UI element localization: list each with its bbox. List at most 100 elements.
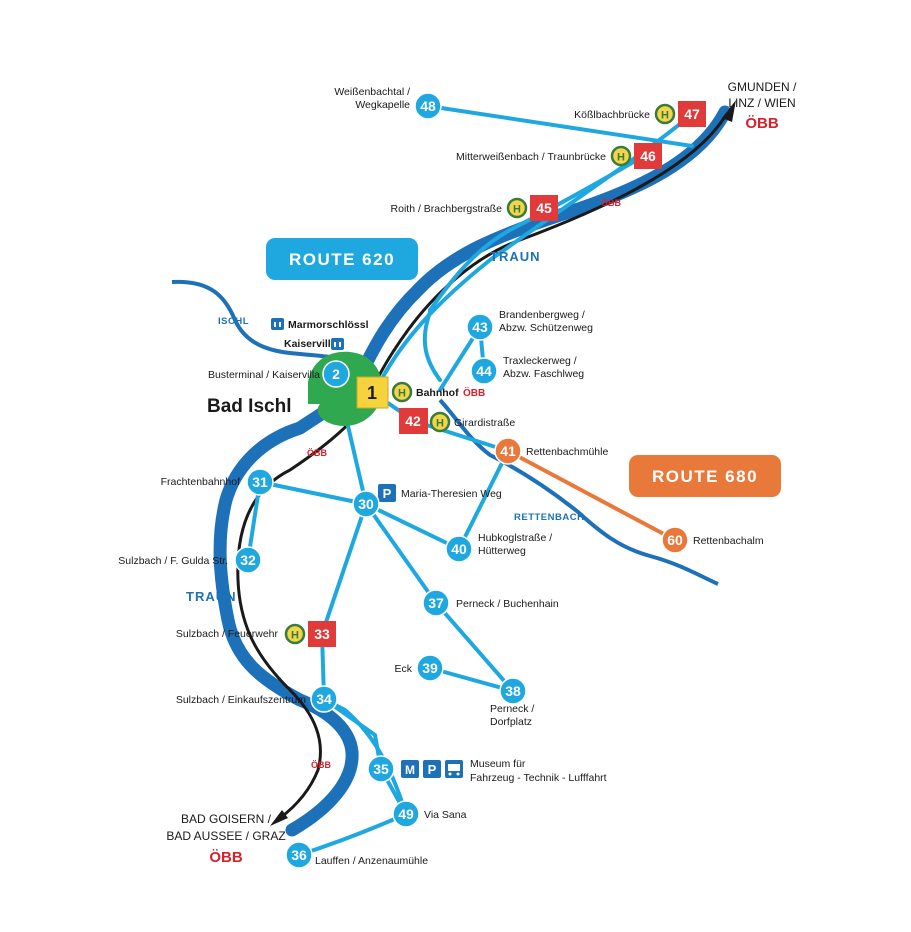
stop-marker <box>352 490 380 518</box>
stop-marker <box>494 437 522 465</box>
stop-42[interactable]: 42 <box>399 408 428 434</box>
stops-layer: 2 Busterminal / Kaiservilla 30 31Frachtenba… <box>118 86 764 869</box>
svg-text:H: H <box>617 152 625 164</box>
svg-text:P: P <box>428 762 437 777</box>
stop-number: 45 <box>536 200 552 216</box>
stop-marker <box>530 195 558 221</box>
stop-number: 37 <box>428 595 444 611</box>
obb-mark-south: ÖBB <box>311 760 332 770</box>
stop-33[interactable]: 33 H Sulzbach / Feuerwehr <box>176 621 336 647</box>
stop-number: 32 <box>240 552 256 568</box>
stop-35[interactable]: 35 <box>367 755 395 783</box>
svg-text:BAD AUSSEE / GRAZ: BAD AUSSEE / GRAZ <box>166 829 285 843</box>
svg-text:ÖBB: ÖBB <box>463 386 485 399</box>
stop-number: 48 <box>420 98 436 114</box>
stop-marker <box>661 526 689 554</box>
stop-number: 30 <box>358 496 374 512</box>
svg-text:H: H <box>436 418 444 430</box>
bus-stop-h-icon: H <box>391 381 413 403</box>
castle-icon <box>271 318 284 330</box>
svg-text:Museum für: Museum für <box>470 758 526 770</box>
destination-south: BAD GOISERN / BAD AUSSEE / GRAZ ÖBB <box>166 812 285 866</box>
stop-marker <box>392 800 420 828</box>
river-label-traun-south: TRAUN <box>186 589 237 604</box>
svg-text:M: M <box>405 763 415 777</box>
stop-label: Via Sana <box>424 809 467 821</box>
stop-marker <box>416 654 444 682</box>
stop-marker <box>234 546 262 574</box>
stop-marker <box>634 143 662 169</box>
stop-number: 49 <box>398 806 414 822</box>
svg-text:42: 42 <box>405 413 421 429</box>
stop-32[interactable]: 32 Sulzbach / F. Gulda Str. <box>118 546 262 574</box>
railway-north <box>370 117 726 391</box>
stop-label: Roith / Brachbergstraße <box>391 203 503 215</box>
stop-marker <box>678 101 706 127</box>
stop-45[interactable]: 45 H Roith / Brachbergstraße <box>391 195 558 221</box>
stop-number: 40 <box>451 541 467 557</box>
svg-text:H: H <box>291 630 299 642</box>
stop-label: Sulzbach / F. Gulda Str. <box>118 555 228 567</box>
svg-text:Bahnhof: Bahnhof <box>416 387 459 399</box>
svg-text:P: P <box>383 486 392 501</box>
stop-number: 47 <box>684 106 700 122</box>
stop-label: Sulzbach / Feuerwehr <box>176 628 279 640</box>
svg-text:ROUTE 680: ROUTE 680 <box>652 467 758 486</box>
stop-2[interactable]: 2 Busterminal / Kaiservilla <box>208 360 350 388</box>
bus-stop-h-icon: H <box>506 197 528 219</box>
route-680-badge: ROUTE 680 <box>629 455 781 497</box>
stop-marker <box>322 360 350 388</box>
stop-label: Busterminal / Kaiservilla <box>208 369 320 381</box>
stop-1-hub[interactable]: 1 <box>356 376 389 409</box>
stop-label: Brandenbergweg /Abzw. Schützenweg <box>499 309 593 334</box>
destination-north: GMUNDEN / LINZ / WIEN ÖBB <box>728 80 797 132</box>
stop-label: Sulzbach / Einkaufszentrum <box>176 694 306 706</box>
river-label-rettenbach: RETTENBACH <box>514 512 584 523</box>
railway-south <box>236 391 374 820</box>
svg-text:H: H <box>661 110 669 122</box>
stop-30[interactable]: 30 <box>352 490 380 518</box>
city-name: Bad Ischl <box>207 396 291 417</box>
stop-number: 35 <box>373 761 389 777</box>
train-arrow-north-icon <box>722 100 736 122</box>
route-620-lines <box>246 104 694 857</box>
stop-marker <box>499 677 527 705</box>
train-arrow-south-icon <box>270 810 288 826</box>
stop-number: 60 <box>667 532 683 548</box>
svg-text:LINZ / WIEN: LINZ / WIEN <box>728 96 795 110</box>
stop-number: 33 <box>314 626 330 642</box>
route-620-badge: ROUTE 620 <box>266 238 418 280</box>
svg-text:H: H <box>513 204 521 216</box>
stop-label: Hubkoglstraße /Hütterweg <box>478 532 552 557</box>
stop-number: 44 <box>476 363 492 379</box>
railway <box>236 100 736 826</box>
poi-bahnhof: Bahnhof ÖBB <box>416 386 485 399</box>
stop-marker <box>246 468 274 496</box>
stop-label: Rettenbachmühle <box>526 446 608 458</box>
stop-marker <box>367 755 395 783</box>
svg-text:ROUTE 620: ROUTE 620 <box>289 250 395 269</box>
traun-river <box>213 105 732 837</box>
stop-49[interactable]: 49 Via Sana <box>392 800 467 828</box>
svg-text:ÖBB: ÖBB <box>209 849 243 866</box>
stop-marker <box>285 841 313 869</box>
stop-marker <box>422 589 450 617</box>
stop-40[interactable]: 40 Hubkoglstraße /Hütterweg <box>445 532 552 563</box>
stop-number: 2 <box>332 366 340 382</box>
svg-text:Fahrzeug - Technik - Lufffahrt: Fahrzeug - Technik - Lufffahrt <box>470 772 607 784</box>
svg-text:H: H <box>398 388 406 400</box>
